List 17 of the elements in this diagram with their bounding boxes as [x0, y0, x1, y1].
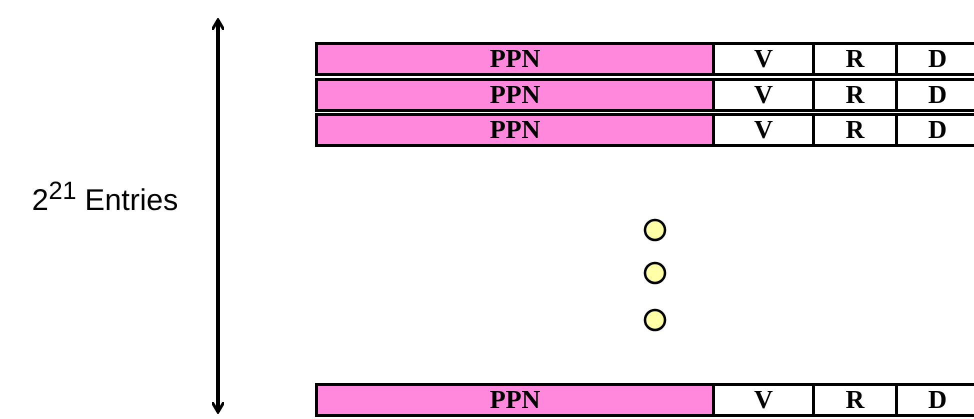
flag-cell: V — [712, 42, 815, 76]
flag-cell: R — [812, 42, 898, 76]
flag-cell: V — [712, 383, 815, 417]
flag-cell: D — [895, 78, 974, 112]
ppn-cell: PPN — [315, 383, 715, 417]
flag-cell: V — [712, 78, 815, 112]
flag-cell: D — [895, 113, 974, 147]
ppn-cell: PPN — [315, 113, 715, 147]
ppn-cell: PPN — [315, 42, 715, 76]
flag-cell: R — [812, 78, 898, 112]
flag-cell: D — [895, 383, 974, 417]
flag-cell: D — [895, 42, 974, 76]
flag-cell: R — [812, 113, 898, 147]
ppn-cell: PPN — [315, 78, 715, 112]
flag-cell: R — [812, 383, 898, 417]
flag-cell: V — [712, 113, 815, 147]
entry-count-label: 2$^{21}$ Entries — [30, 176, 180, 219]
